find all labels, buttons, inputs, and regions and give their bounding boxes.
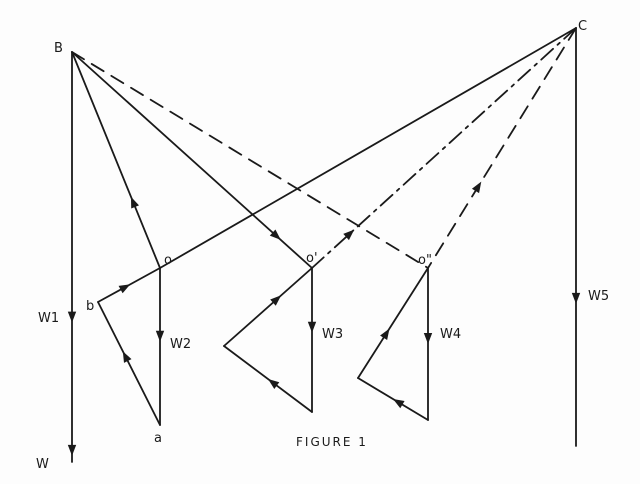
- line-poly3-left: [357, 267, 429, 379]
- line-C-o2: [427, 27, 577, 269]
- arrow-o-B: [130, 196, 139, 209]
- arrow-poly2-left: [270, 295, 282, 306]
- label-W5: W5: [588, 289, 609, 304]
- arrow-W3: [307, 321, 317, 333]
- label-W3: W3: [322, 327, 343, 342]
- label-o: o: [164, 253, 172, 268]
- label-C: C: [578, 19, 587, 34]
- arrow-W4: [423, 333, 433, 344]
- arrowheads: [67, 181, 581, 456]
- label-o2: o": [418, 253, 432, 268]
- line-B-o1: [71, 51, 313, 269]
- label-o1: o': [306, 251, 318, 266]
- figure-caption: FIGURE 1: [296, 435, 368, 449]
- arrow-W5: [571, 292, 581, 304]
- arrow-b-o: [118, 284, 131, 294]
- line-B-o: [71, 51, 161, 269]
- arrow-o2-C: [471, 181, 482, 194]
- line-C-o1: [311, 27, 577, 269]
- arrow-W: [67, 444, 77, 456]
- label-W1: W1: [38, 311, 59, 326]
- arrow-B-o1: [269, 229, 281, 240]
- label-W2: W2: [170, 337, 191, 352]
- line-a-b: [97, 301, 161, 426]
- arrow-o1-C: [343, 229, 355, 241]
- label-b: b: [86, 299, 94, 314]
- line-B-o2: [71, 51, 429, 269]
- arrow-W1: [67, 311, 77, 323]
- arrow-W2: [155, 330, 165, 342]
- label-W4: W4: [440, 327, 461, 342]
- label-a: a: [154, 431, 162, 446]
- arrow-a-b: [122, 351, 132, 363]
- line-C-o: [159, 27, 577, 269]
- arrow-poly3-bottom: [393, 399, 405, 409]
- arrow-poly3-left: [380, 328, 390, 341]
- label-W: W: [36, 457, 49, 472]
- arrow-poly2-bottom: [268, 379, 280, 389]
- line-poly2-left: [223, 267, 313, 347]
- label-B: B: [54, 41, 63, 56]
